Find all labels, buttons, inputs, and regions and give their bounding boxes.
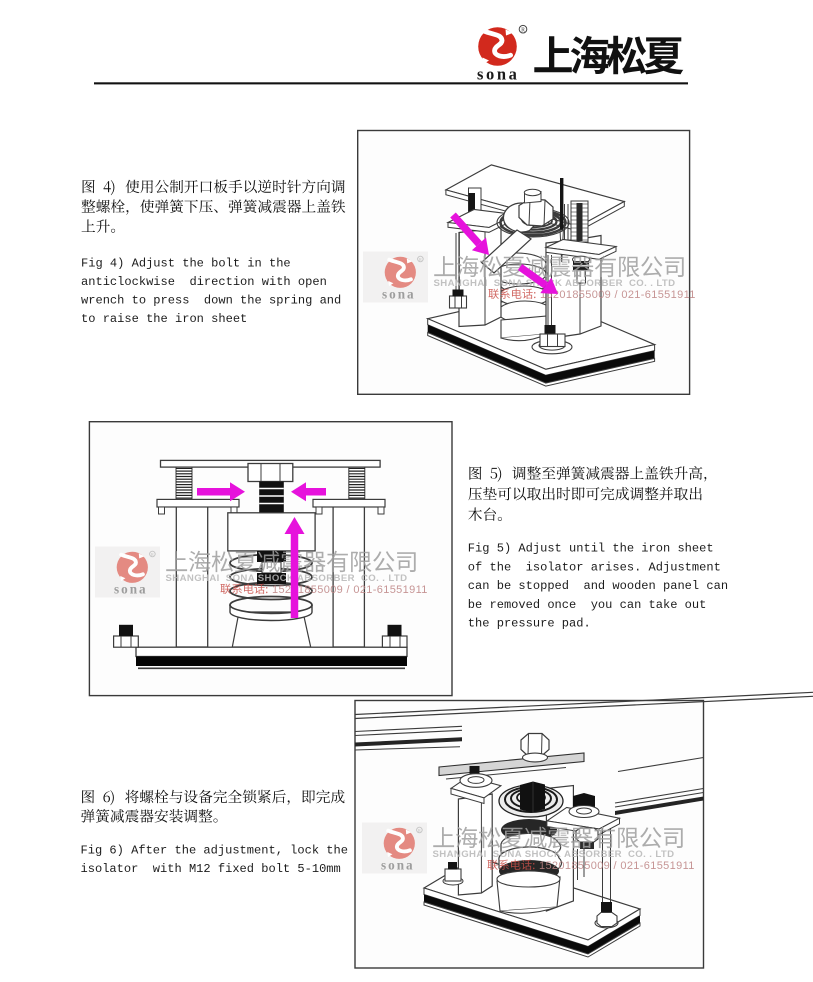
svg-text:R: R [419,257,422,262]
svg-text:Fig 4) Adjust the bolt in the: Fig 4) Adjust the bolt in the [81,257,291,271]
svg-text:anticlockwise direction with: anticlockwise direction with open [81,275,327,289]
svg-text:can be stopped and wooden pan: can be stopped and wooden panel can [468,579,728,593]
svg-text:SHANGHAI SONA SHOCK ABSORBER: SHANGHAI SONA SHOCK ABSORBER CO. . LTD [434,278,676,289]
svg-text:be removed once you can take: be removed once you can take out [468,598,707,612]
svg-text:wrench to press down the spri: wrench to press down the spring and [81,294,341,308]
svg-text:R: R [151,552,154,557]
svg-text:Fig 6) After the adjustment, l: Fig 6) After the adjustment, lock the [81,844,349,858]
svg-text:SHANGHAI SONA SHOCK ABSORBER: SHANGHAI SONA SHOCK ABSORBER CO. . LTD [433,849,675,860]
svg-text:Fig 5) Adjust until the iron s: Fig 5) Adjust until the iron sheet [468,542,714,556]
svg-text:of the isolator arises. Adjus: of the isolator arises. Adjustment [468,560,721,574]
svg-text:SHANGHAI SONA SHOCK ABSORBER: SHANGHAI SONA SHOCK ABSORBER CO. . LTD [166,573,408,584]
svg-text:to raise the iron sheet: to raise the iron sheet [81,312,247,326]
svg-text:sona: sona [382,287,416,302]
svg-text:15201855009 / 021-61551911: 15201855009 / 021-61551911 [540,289,696,301]
svg-text:15201855009 / 021-61551911: 15201855009 / 021-61551911 [272,584,428,596]
svg-text:sona: sona [381,858,415,873]
svg-text:the pressure pad.: the pressure pad. [468,617,591,631]
svg-text:15201855009 / 021-61551911: 15201855009 / 021-61551911 [539,860,695,872]
svg-text:R: R [521,28,525,34]
svg-text:R: R [418,828,421,833]
svg-text:isolator with M12 fixed bolt: isolator with M12 fixed bolt 5-10mm [81,862,341,876]
svg-text:sona: sona [114,582,148,597]
svg-text:sona: sona [477,64,520,83]
